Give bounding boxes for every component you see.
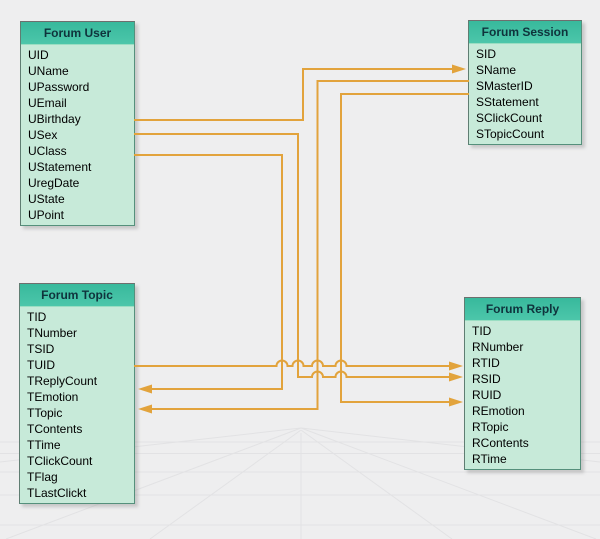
field-row[interactable]: STopicCount (476, 127, 545, 141)
field-row[interactable]: SID (476, 47, 497, 61)
field-row[interactable]: TID (27, 310, 47, 324)
field-row[interactable]: UStatement (28, 160, 92, 174)
field-row[interactable]: TNumber (27, 326, 78, 340)
field-row[interactable]: RTopic (472, 420, 509, 434)
entity-forum-topic-title[interactable]: Forum Topic (20, 284, 134, 307)
field-row[interactable]: UregDate (28, 176, 80, 190)
field-row[interactable]: RContents (472, 436, 529, 450)
entity-forum-user[interactable]: Forum User UID UName UPassword UEmail UB… (20, 21, 135, 226)
field-row[interactable]: UID (28, 48, 49, 62)
field-row[interactable]: TTime (27, 438, 61, 452)
field-row[interactable]: UPassword (28, 80, 90, 94)
field-row[interactable]: TReplyCount (27, 374, 98, 388)
field-row[interactable]: TClickCount (27, 454, 93, 468)
field-row[interactable]: RUID (472, 388, 502, 402)
field-row[interactable]: UName (28, 64, 69, 78)
field-row[interactable]: TID (472, 324, 492, 338)
entity-forum-session-title[interactable]: Forum Session (469, 21, 581, 44)
field-row[interactable]: TEmotion (27, 390, 79, 404)
field-row[interactable]: RSID (472, 372, 501, 386)
field-row[interactable]: RTID (472, 356, 500, 370)
field-row[interactable]: RTime (472, 452, 507, 466)
field-row[interactable]: UClass (28, 144, 67, 158)
field-row[interactable]: UPoint (28, 208, 65, 222)
field-row[interactable]: SStatement (476, 95, 539, 109)
field-row[interactable]: UBirthday (28, 112, 81, 126)
field-row[interactable]: TContents (27, 422, 83, 436)
field-row[interactable]: TFlag (27, 470, 58, 484)
field-row[interactable]: TUID (27, 358, 55, 372)
entity-forum-reply[interactable]: Forum Reply TID RNumber RTID RSID RUID R… (464, 297, 581, 470)
field-row[interactable]: TLastClickt (27, 486, 87, 500)
entity-forum-topic-fields: TID TNumber TSID TUID TReplyCount TEmoti… (20, 307, 134, 503)
entity-forum-reply-title[interactable]: Forum Reply (465, 298, 580, 321)
entity-forum-topic[interactable]: Forum Topic TID TNumber TSID TUID TReply… (19, 283, 135, 504)
entity-forum-user-fields: UID UName UPassword UEmail UBirthday USe… (21, 45, 134, 225)
field-row[interactable]: REmotion (472, 404, 525, 418)
field-row[interactable]: SName (476, 63, 517, 77)
entity-forum-reply-fields: TID RNumber RTID RSID RUID REmotion RTop… (465, 321, 580, 469)
field-row[interactable]: UEmail (28, 96, 67, 110)
field-row[interactable]: TSID (27, 342, 55, 356)
field-row[interactable]: RNumber (472, 340, 524, 354)
entity-forum-session-fields: SID SName SMasterID SStatement SClickCou… (469, 44, 581, 144)
field-row[interactable]: TTopic (27, 406, 63, 420)
field-row[interactable]: UState (28, 192, 65, 206)
entity-forum-user-title[interactable]: Forum User (21, 22, 134, 45)
entity-forum-session[interactable]: Forum Session SID SName SMasterID SState… (468, 20, 582, 145)
field-row[interactable]: SMasterID (476, 79, 533, 93)
field-row[interactable]: USex (28, 128, 58, 142)
field-row[interactable]: SClickCount (476, 111, 543, 125)
